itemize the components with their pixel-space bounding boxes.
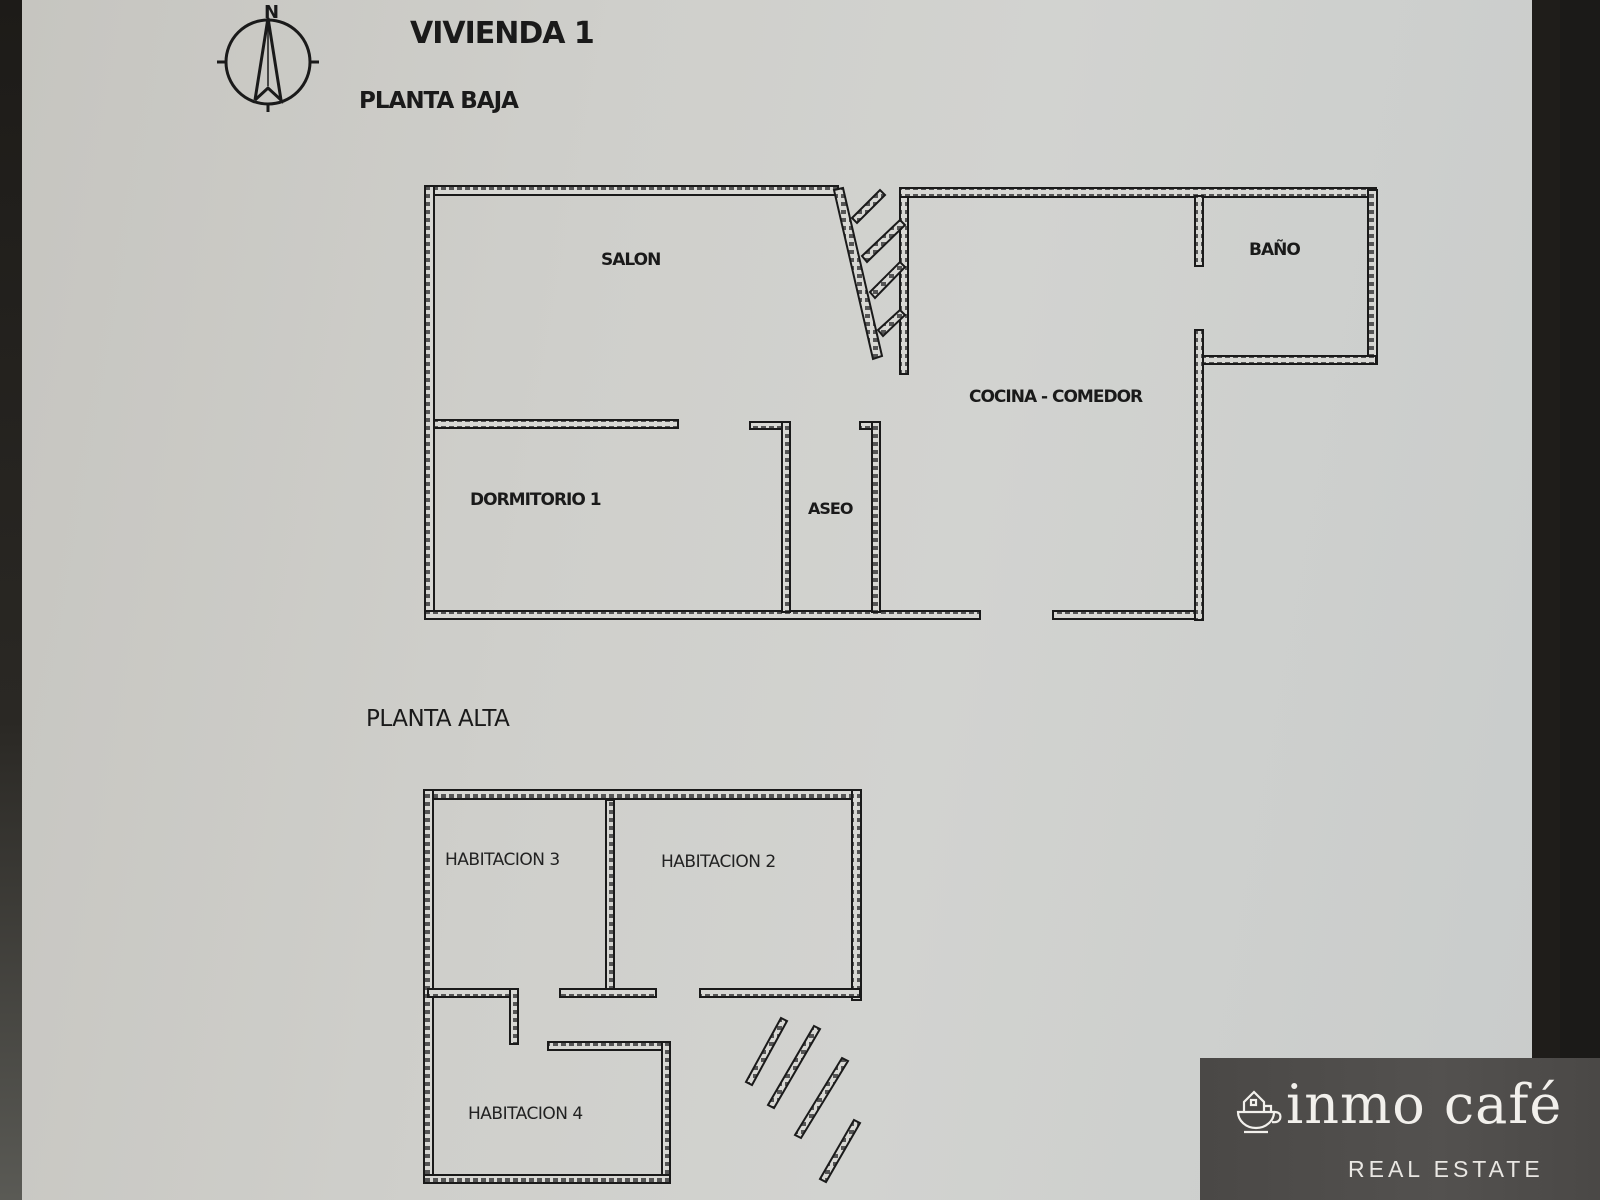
floor-plan-screen [22,0,1532,1200]
room-label-habitacion-2: HABITACION 2 [661,852,776,872]
ground-floor-walls [424,185,1378,621]
room-label-salon: SALON [601,250,661,270]
room-label-cocina-comedor: COCINA - COMEDOR [969,387,1143,407]
floor-title-ground: PLANTA BAJA [359,88,519,114]
coffee-cup-house-icon [1236,1090,1282,1134]
monitor-bezel-left [0,0,24,1200]
brand-watermark: inmo café REAL ESTATE [1200,1058,1600,1200]
room-label-dormitorio-1: DORMITORIO 1 [470,490,602,510]
floor-title-upper: PLANTA ALTA [366,706,510,732]
monitor-bezel-right [1560,0,1600,1200]
room-label-aseo: ASEO [808,499,853,518]
room-label-habitacion-3: HABITACION 3 [445,850,560,870]
brand-name: inmo café [1286,1073,1563,1136]
north-arrow-compass-icon [217,17,319,112]
page-title: VIVIENDA 1 [410,16,595,51]
compass-north-label: N [264,2,280,23]
room-label-habitacion-4: HABITACION 4 [468,1104,583,1124]
upper-floor-walls [423,789,862,1184]
room-label-bano: BAÑO [1249,240,1301,260]
brand-tagline: REAL ESTATE [1348,1156,1544,1182]
